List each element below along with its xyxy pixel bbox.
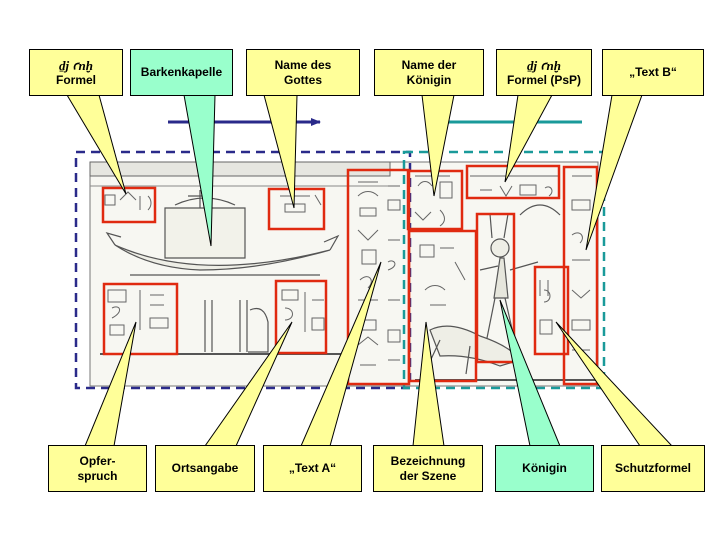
highlight-opferspruch (102, 282, 179, 356)
label-dj-anch-formel: ḏj ꜥnḫ Formel (29, 49, 123, 96)
label-opferspruch-line2: spruch (77, 468, 118, 483)
label-name-der-koenigin: Name der Königin (374, 49, 484, 96)
label-schutzformel-text: Schutzformel (614, 461, 691, 475)
label-opferspruch-line1: Opfer- (79, 453, 116, 468)
label-koenigin-text: Königin (522, 461, 567, 475)
label-text-b: „Text B“ (602, 49, 704, 96)
label-name-des-gottes-line1: Name des (274, 57, 332, 72)
label-bezeichnung-line1: Bezeichnung (390, 453, 466, 468)
label-barkenkapelle: Barkenkapelle (130, 49, 233, 96)
label-ortsangabe: Ortsangabe (155, 445, 255, 492)
label-text-a-text: „Text A“ (288, 461, 337, 475)
label-schutzformel: Schutzformel (601, 445, 705, 492)
highlight-ortsangabe (274, 279, 328, 355)
label-text-a: „Text A“ (263, 445, 362, 492)
label-opferspruch: Opfer- spruch (48, 445, 147, 492)
label-dj-anch-formel-psp: ḏj ꜥnḫ Formel (PsP) (496, 49, 592, 96)
highlight-dj-anch-left (101, 186, 157, 224)
label-name-des-gottes-line2: Gottes (283, 72, 322, 87)
label-ortsangabe-text: Ortsangabe (171, 461, 239, 475)
label-dj-anch-psp-text: Formel (PsP) (506, 72, 581, 87)
label-dj-anch-text: Formel (55, 72, 96, 87)
label-koenigin: Königin (495, 445, 594, 492)
label-name-der-koenigin-line1: Name der (401, 57, 457, 72)
label-barkenkapelle-text: Barkenkapelle (140, 65, 223, 79)
highlight-text-b (562, 165, 599, 386)
highlight-koenigin (475, 212, 516, 364)
right-scene-frame (402, 150, 606, 390)
label-name-des-gottes: Name des Gottes (246, 49, 360, 96)
highlight-schutzformel (533, 265, 570, 356)
label-dj-anch-psp-transliteration: ḏj ꜥnḫ (527, 57, 561, 73)
label-text-b-text: „Text B“ (629, 65, 677, 79)
label-bezeichnung-line2: der Szene (399, 468, 457, 483)
label-name-der-koenigin-line2: Königin (406, 72, 452, 87)
label-bezeichnung-der-szene: Bezeichnung der Szene (373, 445, 483, 492)
highlight-name-des-gottes (267, 187, 326, 231)
label-dj-anch-transliteration: ḏj ꜥnḫ (59, 57, 93, 73)
